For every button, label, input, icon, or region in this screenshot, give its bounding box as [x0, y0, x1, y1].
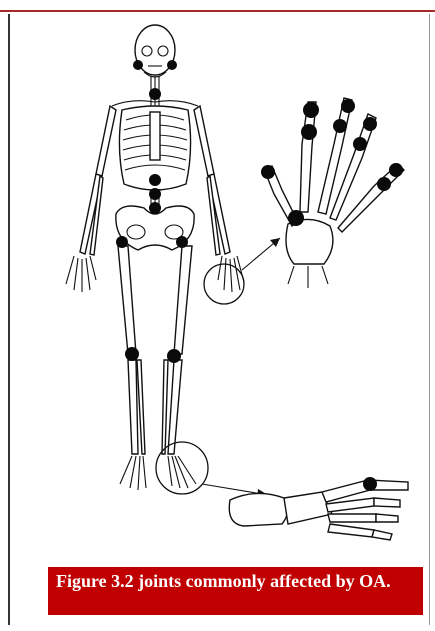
small-hands	[66, 256, 244, 292]
foot-detail	[229, 477, 408, 540]
top-rule	[0, 0, 435, 12]
figure-caption: Figure 3.2 joints commonly affected by O…	[48, 567, 423, 615]
foot-magnifier	[156, 442, 208, 494]
skeleton-diagram	[12, 14, 422, 554]
hand-detail	[261, 98, 404, 288]
foot-arrow	[202, 484, 262, 494]
skull	[135, 25, 175, 77]
small-feet	[120, 456, 196, 490]
